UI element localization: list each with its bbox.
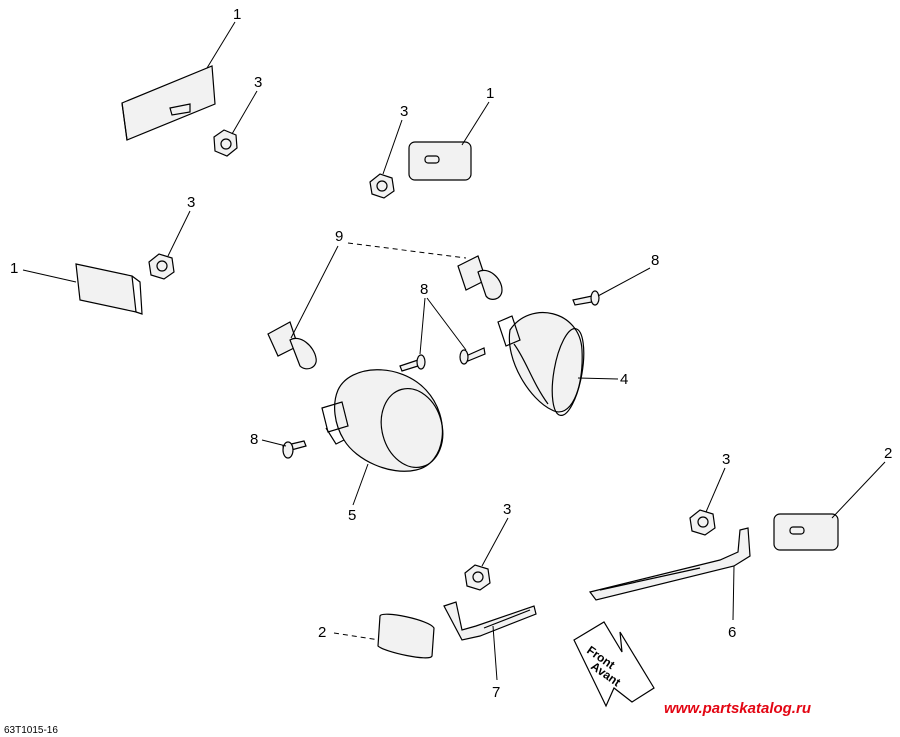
reflector-part-2-lower — [377, 613, 435, 659]
bulb-part-9-right — [457, 255, 503, 300]
callout-1: 1 — [233, 6, 241, 23]
reflector-part-1-left — [75, 263, 143, 315]
callout-3: 3 — [187, 194, 195, 211]
leader-line — [481, 517, 509, 567]
callout-6: 6 — [728, 624, 736, 641]
callout-8: 8 — [420, 281, 428, 298]
callout-3: 3 — [254, 74, 262, 91]
callout-2: 2 — [318, 624, 326, 641]
callout-7: 7 — [492, 684, 500, 701]
leader-line — [426, 297, 467, 351]
screw-part-8 — [459, 347, 486, 365]
screw-part-8 — [399, 354, 426, 372]
front-direction-arrow: Front Avant — [573, 621, 655, 708]
leader-line — [22, 269, 77, 283]
callout-8: 8 — [651, 252, 659, 269]
screw-part-8 — [282, 440, 307, 459]
callout-2: 2 — [884, 445, 892, 462]
callout-8: 8 — [250, 431, 258, 448]
bulb-part-9-left — [267, 321, 317, 370]
leader-line — [577, 377, 619, 380]
nut-part-3 — [464, 564, 491, 591]
leader-line — [597, 267, 651, 297]
leader-line — [206, 21, 236, 69]
callout-3: 3 — [503, 501, 511, 518]
leader-line — [231, 90, 258, 135]
leader-line — [732, 565, 735, 621]
leader-line — [461, 101, 490, 146]
leader-line — [333, 632, 380, 641]
nut-part-3 — [148, 253, 175, 280]
reflector-part-2-right — [773, 513, 839, 551]
leader-line — [492, 625, 498, 681]
nut-part-3 — [689, 509, 716, 536]
callout-3: 3 — [400, 103, 408, 120]
drawing-code: 63T1015-16 — [4, 725, 58, 736]
bracket-part-6 — [588, 527, 751, 601]
leader-line — [167, 210, 191, 257]
leader-line — [831, 461, 886, 519]
leader-line — [261, 439, 287, 447]
callout-5: 5 — [348, 507, 356, 524]
callout-4: 4 — [620, 371, 628, 388]
leader-line — [352, 463, 369, 506]
bracket-part-7 — [443, 601, 537, 641]
nut-part-3 — [213, 129, 238, 157]
leader-line — [347, 242, 467, 259]
callout-3: 3 — [722, 451, 730, 468]
watermark: www.partskatalog.ru — [664, 700, 811, 717]
callout-1: 1 — [10, 260, 18, 277]
callout-1: 1 — [486, 85, 494, 102]
reflector-part-1-center — [408, 141, 472, 181]
leader-line — [290, 245, 339, 339]
reflector-part-1-top — [121, 65, 216, 141]
screw-part-8 — [572, 290, 600, 306]
leader-line — [705, 467, 726, 513]
leader-line — [382, 119, 403, 175]
callout-9: 9 — [335, 228, 343, 245]
headlamp-part-4 — [497, 312, 585, 416]
leader-line — [419, 297, 426, 355]
headlamp-part-5 — [321, 369, 444, 472]
nut-part-3 — [369, 173, 395, 199]
